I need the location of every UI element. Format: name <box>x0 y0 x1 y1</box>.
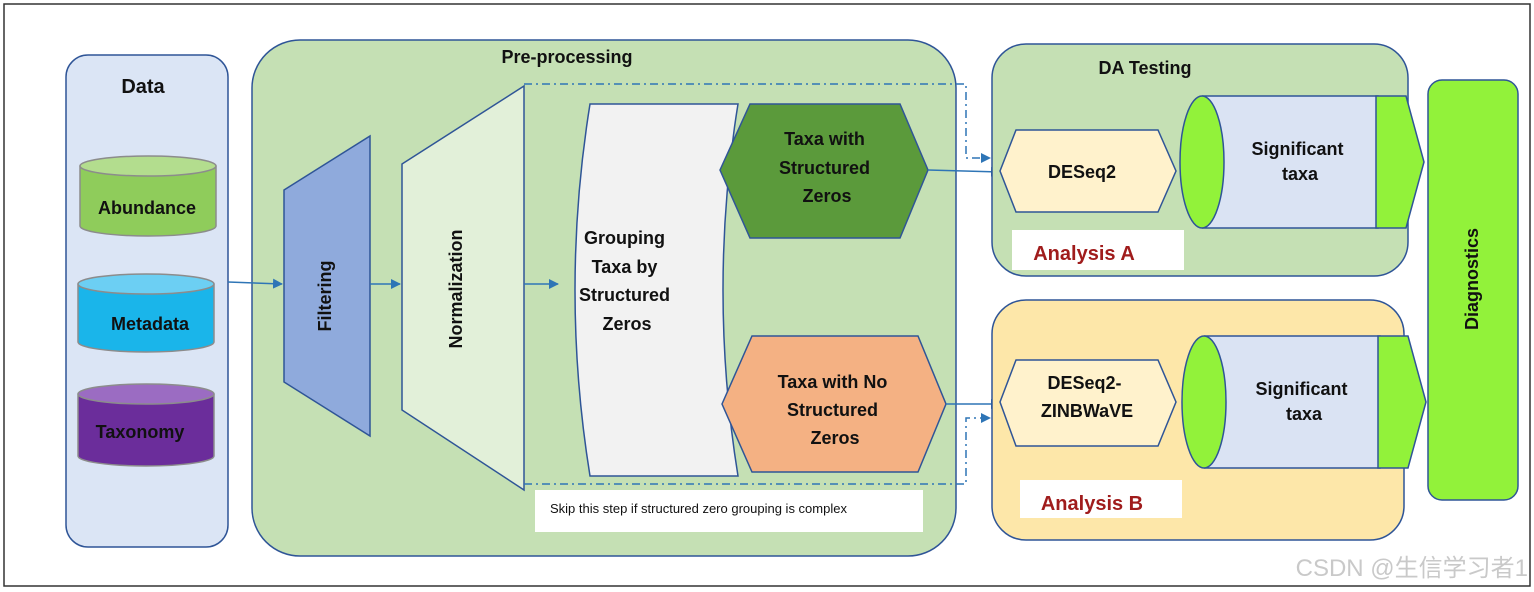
diagnostics-box <box>1427 79 1519 501</box>
analysis-b-box <box>1020 480 1182 518</box>
bypass-line-bottom <box>524 413 991 485</box>
significant-taxa-a: Significant taxa <box>1179 95 1425 229</box>
skip-note-box <box>535 490 923 532</box>
arrow-data-to-filtering <box>227 278 283 289</box>
preprocessing-title: Pre-processing <box>501 47 632 67</box>
normalization-step <box>401 84 525 492</box>
bypass-line-top <box>524 83 991 163</box>
taxonomy-label: Taxonomy <box>96 422 185 442</box>
significant-taxa-a-label: Significant taxa <box>1251 139 1348 184</box>
grouping-label: Grouping Taxa by Structured Zeros <box>579 228 675 334</box>
metadata-label: Metadata <box>111 314 190 334</box>
analysis-a-box <box>1012 230 1184 270</box>
abundance-cylinder: Abundance <box>79 155 217 237</box>
filtering-label: Filtering <box>315 261 335 332</box>
filtering-step <box>283 134 371 438</box>
taxa-no-zeros-label: Taxa with No Structured Zeros <box>778 372 893 448</box>
watermark: CSDN @生信学习者1 <box>1296 555 1528 582</box>
significant-taxa-b-label: Significant taxa <box>1255 379 1352 424</box>
taxa-with-zeros-label: Taxa with Structured Zeros <box>779 129 875 206</box>
metadata-cylinder: Metadata <box>77 273 215 353</box>
data-panel-title: Data <box>121 76 165 98</box>
diagnostics-label: Diagnostics <box>1462 228 1482 330</box>
abundance-label: Abundance <box>98 198 196 218</box>
taxonomy-cylinder: Taxonomy <box>77 383 215 467</box>
grouping-step <box>574 103 739 477</box>
skip-note: Skip this step if structured zero groupi… <box>550 501 847 516</box>
normalization-label: Normalization <box>446 229 466 348</box>
da-testing-title: DA Testing <box>1099 58 1192 78</box>
deseq2-label: DESeq2 <box>1048 162 1116 182</box>
significant-taxa-b: Significant taxa <box>1181 335 1427 469</box>
arrow-to-deseq2 <box>927 166 1001 177</box>
deseq2-zinbwave-label: DESeq2- ZINBWaVE <box>1041 373 1133 421</box>
deseq2-zinbwave-method <box>999 359 1177 447</box>
analysis-b-label: Analysis B <box>1041 493 1143 515</box>
analysis-a-label: Analysis A <box>1033 243 1135 265</box>
deseq2-method <box>999 129 1177 213</box>
